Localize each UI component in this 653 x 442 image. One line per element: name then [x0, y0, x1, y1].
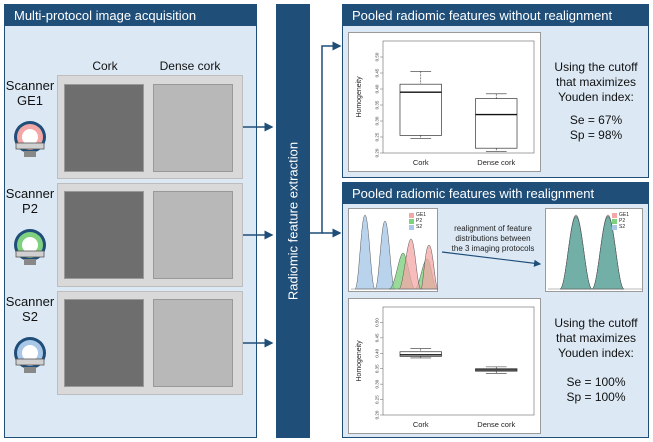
y-tick-label: 0.35 [375, 100, 380, 109]
y-tick-label: 0.30 [375, 116, 380, 125]
legend-after: GE1 P2 S2 [612, 212, 642, 230]
with-realignment-title: Pooled radiomic features with realignmen… [342, 182, 649, 204]
y-tick-label: 0.20 [375, 148, 380, 157]
scanner-ge1-icon [14, 121, 46, 157]
feature-extraction-bar: Radiomic feature extraction [276, 4, 310, 438]
box-dense-cork [475, 98, 518, 149]
plot-frame [382, 306, 535, 416]
top-sp: Sp = 98% [569, 128, 623, 142]
bottom-se: Se = 100% [566, 375, 626, 389]
density-before-svg [351, 214, 439, 290]
y-tick-label: 0.40 [375, 348, 380, 357]
cork-image-s2 [64, 299, 144, 387]
dense-cork-image-p2 [153, 191, 233, 279]
scanner-label-ge1: Scanner GE1 [5, 78, 55, 108]
density-after-realignment [545, 208, 643, 292]
dense-cork-image-s2 [153, 299, 233, 387]
realignment-caption: realignment of feature distributions bet… [451, 224, 535, 253]
scanner-label-p2: Scanner P2 [5, 186, 55, 216]
y-tick-label: 0.30 [375, 379, 380, 388]
cork-image-p2 [64, 191, 144, 279]
y-tick-label: 0.20 [375, 410, 380, 419]
x-category-label: Dense cork [477, 158, 515, 167]
cork-image-ge1 [64, 84, 144, 172]
bottom-stats: Using the cutoff that maximizes Youden i… [545, 316, 647, 405]
x-category-label: Dense cork [477, 420, 515, 429]
legend-swatch-ge1 [409, 212, 414, 218]
boxplot-with-realignment-svg: 0.20 0.25 0.30 0.35 0.40 0.45 0.50HomogeneityC… [356, 306, 535, 429]
realignment-arrow [441, 251, 542, 267]
y-tick-label: 0.40 [375, 84, 380, 93]
y-tick-label: 0.45 [375, 68, 380, 77]
legend-before: GE1 P2 S2 [409, 212, 437, 230]
top-se: Se = 67% [569, 113, 623, 127]
y-tick-label: 0.25 [375, 132, 380, 141]
x-category-label: Cork [413, 420, 429, 429]
dense-cork-image-ge1 [153, 84, 233, 172]
column-header-cork: Cork [92, 59, 118, 73]
feature-extraction-label: Radiomic feature extraction [285, 141, 301, 301]
density-before-realignment [348, 208, 439, 292]
arrow-to-top [310, 41, 342, 234]
box-cork [399, 351, 442, 357]
plot-frame [382, 40, 535, 154]
boxplot-without-realignment-svg: 0.20 0.25 0.30 0.35 0.40 0.45 0.50HomogeneityC… [356, 40, 535, 167]
x-category-label: Cork [413, 158, 429, 167]
y-tick-label: 0.45 [375, 333, 380, 342]
top-stats: Using the cutoff that maximizes Youden i… [545, 60, 647, 143]
legend-swatch-p2 [409, 218, 414, 224]
without-realignment-title: Pooled radiomic features without realign… [342, 4, 649, 26]
acquisition-title: Multi-protocol image acquisition [4, 4, 257, 26]
bottom-sp: Sp = 100% [566, 390, 626, 404]
legend-swatch-s2 [409, 224, 414, 230]
density-ge1 [398, 238, 439, 290]
y-tick-label: 0.25 [375, 395, 380, 404]
y-tick-label: 0.35 [375, 364, 380, 373]
y-tick-label: 0.50 [375, 52, 380, 61]
y-axis-label: Homogeneity [356, 76, 363, 118]
scanner-p2-icon [14, 229, 46, 265]
scanner-label-s2: Scanner S2 [5, 294, 55, 324]
y-axis-label: Homogeneity [356, 340, 363, 382]
density-s2 [354, 214, 396, 290]
column-header-dense-cork: Dense cork [159, 59, 221, 73]
y-tick-label: 0.50 [375, 318, 380, 327]
density-after-svg [548, 214, 642, 290]
scanner-s2-icon [14, 337, 46, 373]
